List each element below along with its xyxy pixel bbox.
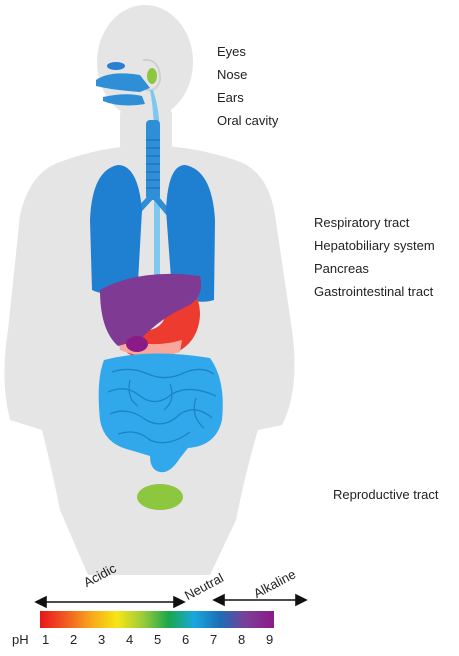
ph-tick: 8: [238, 632, 245, 647]
ph-tick: 7: [210, 632, 217, 647]
ph-tick: 9: [266, 632, 273, 647]
label-nose: Nose: [217, 63, 278, 86]
label-oral-cavity: Oral cavity: [217, 109, 278, 132]
eye-shape: [107, 62, 125, 70]
left-lung: [90, 165, 142, 294]
ph-color-bar: [40, 611, 274, 628]
label-ears: Ears: [217, 86, 278, 109]
label-respiratory-tract: Respiratory tract: [314, 211, 435, 234]
ph-tick: 1: [42, 632, 49, 647]
ph-tick: 6: [182, 632, 189, 647]
ph-tick-row: 1 2 3 4 5 6 7 8 9: [40, 632, 274, 650]
head-labels: Eyes Nose Ears Oral cavity: [217, 40, 278, 132]
ear-shape: [147, 68, 157, 84]
label-eyes: Eyes: [217, 40, 278, 63]
chest-labels: Respiratory tract Hepatobiliary system P…: [314, 211, 435, 303]
ph-tick: 3: [98, 632, 105, 647]
label-gastrointestinal-tract: Gastrointestinal tract: [314, 280, 435, 303]
label-reproductive-tract: Reproductive tract: [333, 483, 439, 506]
oral-cavity: [103, 94, 145, 105]
label-pancreas: Pancreas: [314, 257, 435, 280]
ph-tick: 4: [126, 632, 133, 647]
reproductive-organ: [137, 484, 183, 510]
ph-prefix: pH: [12, 632, 29, 647]
label-hepatobiliary-system: Hepatobiliary system: [314, 234, 435, 257]
gallbladder: [126, 336, 148, 352]
ph-tick: 2: [70, 632, 77, 647]
ph-tick: 5: [154, 632, 161, 647]
